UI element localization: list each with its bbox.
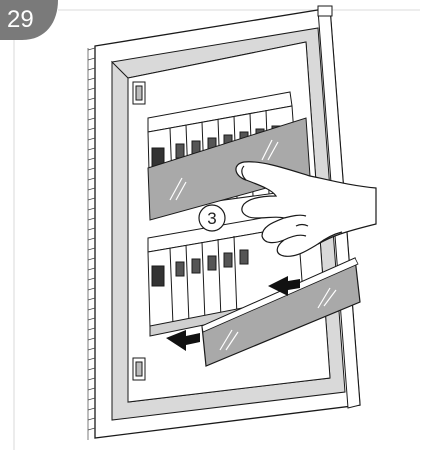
lower-cover-glare (219, 287, 337, 351)
hand-illustration (235, 161, 377, 257)
step-badge (0, 0, 58, 40)
step-badge-shape (0, 0, 58, 40)
frame-edge-hatching (87, 47, 96, 440)
mounting-clip-bottom (132, 357, 146, 381)
arrow-left-icon-lower (166, 330, 200, 351)
upper-cover-glare (169, 139, 279, 201)
callout-circle (198, 204, 226, 232)
mounting-clip-top (132, 81, 146, 105)
step-number: 29 (7, 6, 34, 33)
door-latch-top (317, 5, 333, 17)
arrow-left-icon-upper (268, 276, 300, 296)
callout-label: 3 (207, 209, 216, 228)
lower-cover-top-edge (201, 257, 359, 333)
